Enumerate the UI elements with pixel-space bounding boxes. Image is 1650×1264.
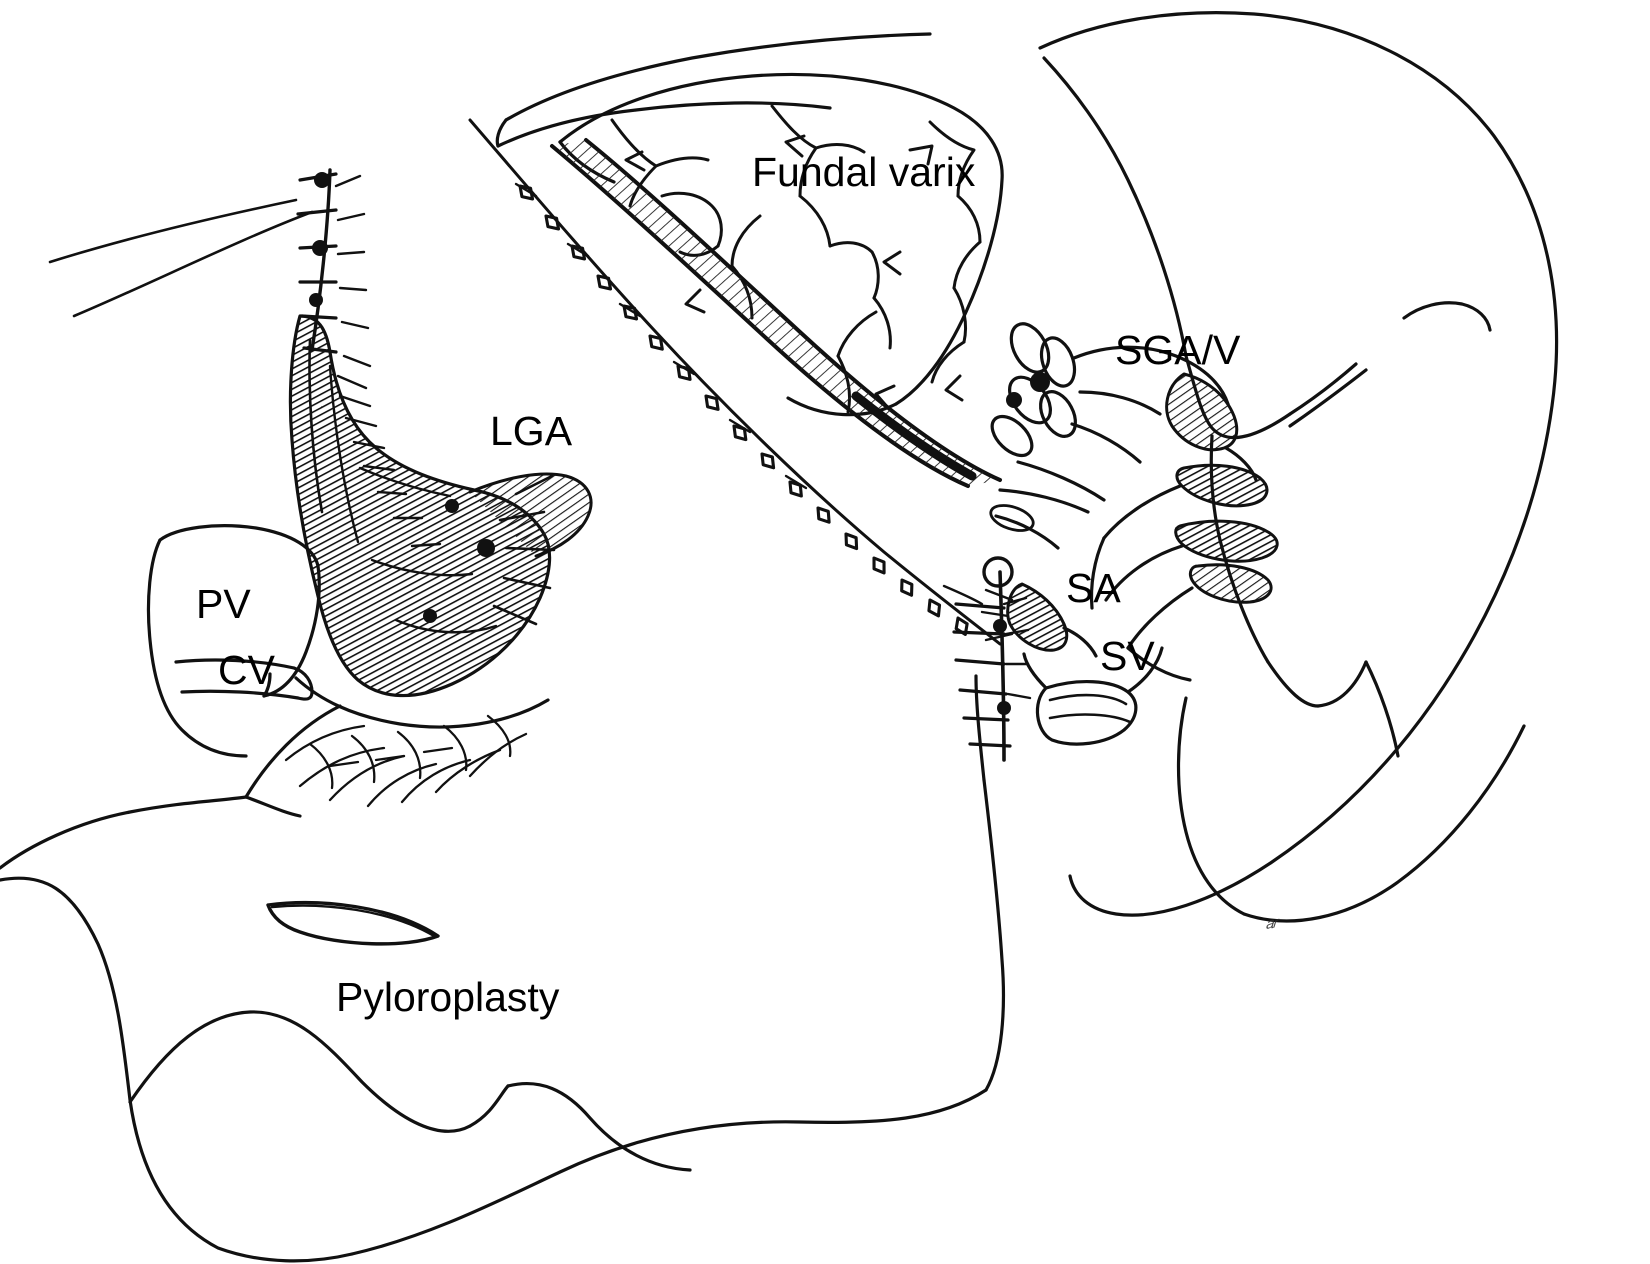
- left-gastric-artery-mass: [288, 314, 593, 698]
- artist-signature: 𝑎𝑟: [1263, 915, 1279, 933]
- label-pv: PV: [196, 581, 251, 627]
- label-sga-sv: SGA/V: [1115, 327, 1241, 373]
- celiac-axis-branches: [48, 198, 314, 318]
- coronary-vein: [174, 658, 314, 701]
- label-sa: SA: [1066, 565, 1121, 611]
- spleen-outline: [1038, 11, 1559, 923]
- gastric-fundus-outline: [558, 72, 1004, 417]
- splenic-artery: [980, 582, 1098, 658]
- surgical-staple-line: [468, 118, 1002, 646]
- devascularized-gastric-wall: [550, 138, 1002, 488]
- label-lga: LGA: [490, 408, 573, 454]
- label-sv: SV: [1100, 633, 1155, 679]
- label-cv: CV: [218, 647, 275, 693]
- lesser-curvature-wall: [244, 676, 550, 799]
- portal-vein: [146, 524, 321, 758]
- splenic-hilar-vessels: [1089, 463, 1279, 682]
- ligature-suture-cluster-left: [296, 168, 442, 548]
- pyloroplasty-incision: [266, 900, 440, 946]
- label-pyloroplasty: Pyloroplasty: [336, 974, 560, 1020]
- label-fundal-varix: Fundal varix: [752, 149, 976, 195]
- stomach-outline: [0, 674, 1006, 1263]
- splenic-vein: [1022, 646, 1164, 746]
- varix-plexus-lower: [284, 714, 528, 808]
- esophagus-cardia: [495, 32, 932, 148]
